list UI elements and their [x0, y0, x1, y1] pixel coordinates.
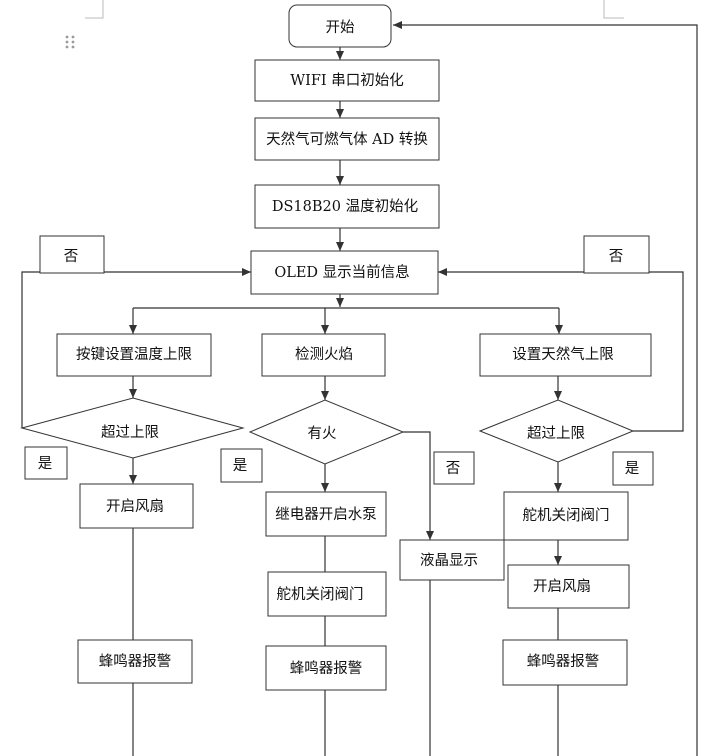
detect-flame-label: 检测火焰	[295, 346, 353, 363]
node-wifi-init: WIFI 串口初始化	[254, 59, 440, 102]
node-gas-ad: 天然气可燃气体 AD 转换	[254, 117, 440, 161]
no-label: 否	[446, 461, 461, 477]
node-right-servo: 舵机关闭阀门	[503, 491, 629, 541]
node-right-fan-on: 开启风扇	[507, 564, 630, 609]
label-box	[220, 448, 263, 483]
no-label: 否	[609, 249, 624, 265]
buzzer-label: 蜂鸣器报警	[527, 653, 600, 670]
lcd-display-box	[399, 539, 505, 581]
no-label: 否	[64, 249, 79, 265]
node-middle-servo: 舵机关闭阀门	[267, 571, 387, 617]
label-box	[583, 235, 650, 274]
set-gas-limit-label: 设置天然气上限	[512, 346, 614, 363]
label-middle-no: 否	[433, 451, 475, 485]
yes-label: 是	[625, 461, 640, 477]
gas-ad-box	[254, 117, 440, 161]
set-gas-limit-box	[479, 333, 652, 377]
page-corner-mark-left	[85, 0, 104, 19]
node-relay-pump: 继电器开启水泵	[265, 491, 387, 537]
temp-init-label: DS18B20 温度初始化	[272, 198, 418, 215]
buzzer-label: 蜂鸣器报警	[290, 660, 363, 677]
buzzer-label: 蜂鸣器报警	[99, 653, 172, 670]
start-label: 开始	[326, 19, 355, 36]
servo-label: 舵机关闭阀门	[277, 586, 364, 603]
arrow-middle-no-to-lcd	[403, 431, 434, 540]
wifi-init-label: WIFI 串口初始化	[290, 72, 404, 89]
label-left-yes: 是	[24, 446, 68, 480]
yes-label: 是	[38, 456, 53, 472]
node-detect-flame: 检测火焰	[261, 333, 386, 377]
buzzer-box	[502, 639, 628, 686]
node-lcd-display: 液晶显示	[399, 539, 505, 581]
buzzer-box	[265, 645, 387, 691]
node-right-buzzer: 蜂鸣器报警	[502, 639, 628, 686]
temp-init-box	[254, 184, 440, 229]
label-middle-yes: 是	[220, 448, 263, 483]
set-temp-limit-label: 按键设置温度上限	[76, 346, 192, 363]
loop-left-no-to-oled	[21, 268, 251, 428]
drag-handle-icon[interactable]	[65, 35, 75, 49]
label-box	[24, 446, 68, 480]
node-set-gas-limit: 设置天然气上限	[479, 333, 652, 377]
node-oled-display: OLED 显示当前信息	[250, 250, 439, 295]
node-start: 开始	[288, 4, 392, 48]
loop-right-no-to-oled	[438, 268, 684, 432]
node-temp-init: DS18B20 温度初始化	[254, 184, 440, 229]
decision-has-fire: 有火	[248, 399, 405, 465]
gas-ad-label: 天然气可燃气体 AD 转换	[266, 130, 428, 148]
label-box	[433, 451, 475, 485]
label-box	[612, 451, 654, 486]
fan-on-box	[79, 483, 194, 529]
node-middle-buzzer: 蜂鸣器报警	[265, 645, 387, 691]
fan-on-label: 开启风扇	[106, 498, 164, 515]
set-temp-limit-box	[56, 333, 212, 377]
lcd-display-label: 液晶显示	[420, 552, 478, 569]
loop-back-to-start	[393, 21, 698, 756]
decision-gas-exceeded: 超过上限	[478, 399, 635, 463]
detect-flame-box	[261, 333, 386, 377]
decision-label: 超过上限	[101, 424, 159, 441]
page-corner-mark-right	[603, 0, 624, 19]
label-box	[39, 235, 105, 274]
yes-label: 是	[233, 458, 248, 474]
node-left-buzzer: 蜂鸣器报警	[77, 639, 193, 684]
label-left-no: 否	[39, 235, 105, 274]
relay-pump-box	[265, 491, 387, 537]
oled-display-label: OLED 显示当前信息	[274, 264, 409, 281]
fan-on-box	[507, 564, 630, 609]
node-left-fan-on: 开启风扇	[79, 483, 194, 529]
label-right-yes: 是	[612, 451, 654, 486]
servo-box	[503, 491, 629, 541]
decision-diamond	[20, 397, 245, 459]
wifi-init-box	[254, 59, 440, 102]
decision-label: 有火	[308, 425, 337, 442]
label-right-no: 否	[583, 235, 650, 274]
fan-on-label: 开启风扇	[533, 578, 591, 595]
servo-box	[267, 571, 387, 617]
relay-pump-label: 继电器开启水泵	[275, 506, 377, 523]
decision-label: 超过上限	[527, 425, 585, 442]
node-set-temp-limit: 按键设置温度上限	[56, 333, 212, 377]
buzzer-box	[77, 639, 193, 684]
decision-temp-exceeded: 超过上限	[20, 397, 245, 459]
servo-label: 舵机关闭阀门	[523, 507, 610, 524]
